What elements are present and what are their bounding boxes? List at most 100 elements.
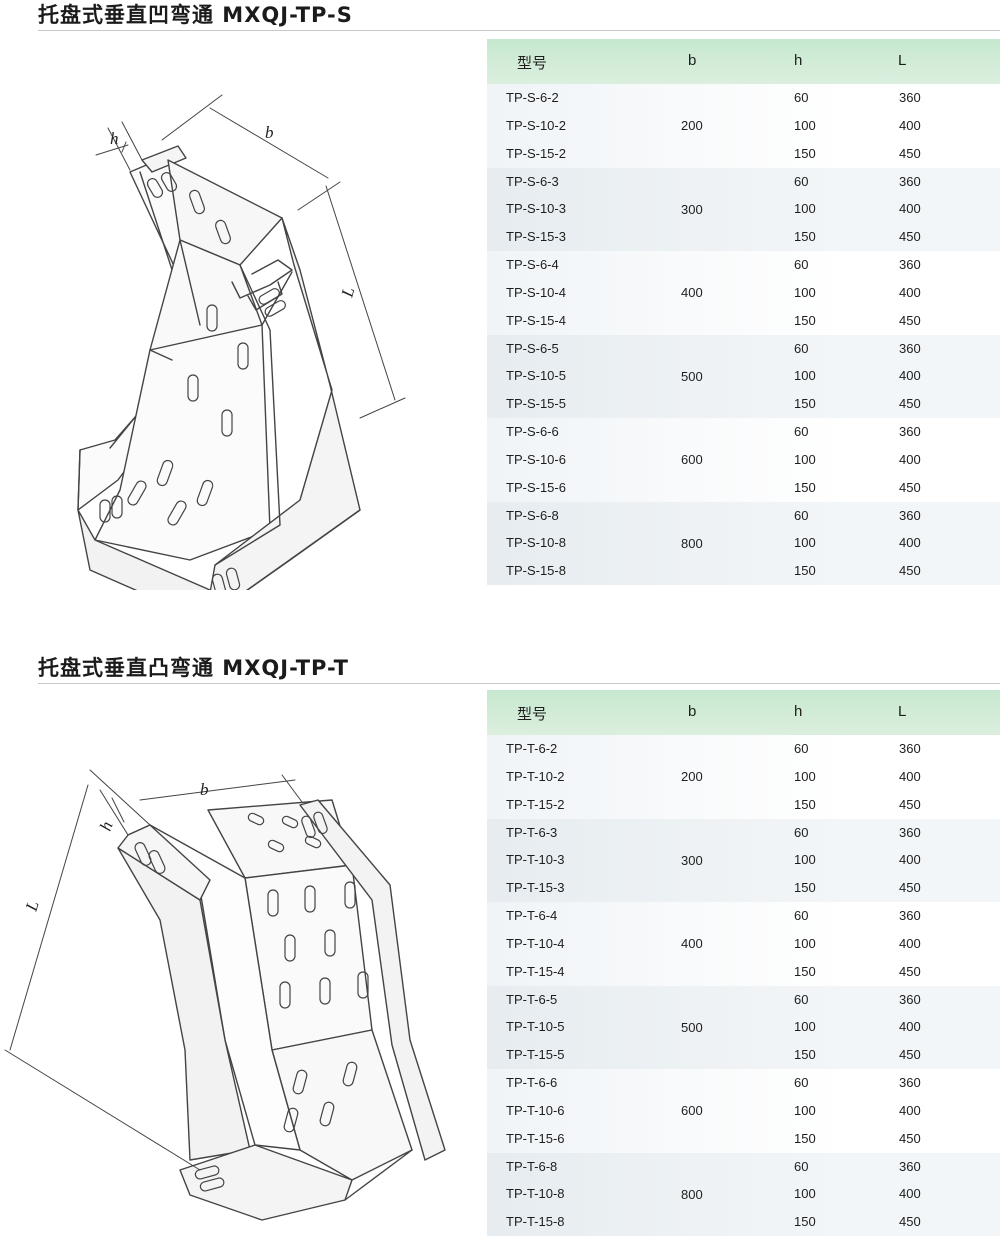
cell-model: TP-S-6-4 bbox=[506, 257, 559, 272]
cell-l: 400 bbox=[899, 935, 921, 951]
cell-model: TP-S-10-5 bbox=[506, 368, 566, 384]
cell-l: 400 bbox=[899, 1102, 921, 1118]
cell-h: 150 bbox=[794, 563, 816, 579]
cell-h: 60 bbox=[794, 424, 809, 439]
cell-model: TP-S-10-2 bbox=[506, 117, 566, 133]
header-model: 型号 bbox=[517, 706, 548, 723]
cell-model: TP-T-10-5 bbox=[506, 1019, 565, 1035]
cell-l: 360 bbox=[899, 741, 921, 756]
cell-h: 150 bbox=[794, 229, 816, 245]
cell-l: 400 bbox=[899, 117, 921, 133]
cell-l: 450 bbox=[899, 1047, 921, 1063]
cell-model: TP-T-6-5 bbox=[506, 991, 558, 1007]
cell-h: 100 bbox=[794, 852, 816, 868]
table-row: TP-S-15-8 150 450 bbox=[487, 557, 1000, 584]
cell-model: TP-T-15-2 bbox=[506, 796, 565, 812]
cell-model: TP-S-15-2 bbox=[506, 145, 566, 161]
cell-h: 100 bbox=[794, 201, 816, 217]
cell-h: 100 bbox=[794, 451, 816, 467]
dimension-h-label: h bbox=[110, 129, 119, 148]
cell-h: 60 bbox=[794, 741, 809, 756]
cell-model: TP-T-10-8 bbox=[506, 1186, 565, 1202]
table-row: TP-T-6-5 60 360 bbox=[487, 986, 1000, 1013]
cell-model: TP-T-6-2 bbox=[506, 741, 558, 756]
cell-l: 450 bbox=[899, 963, 921, 979]
header-l: L bbox=[898, 52, 907, 69]
cell-h: 100 bbox=[794, 935, 816, 951]
cell-l: 360 bbox=[899, 90, 921, 105]
table-row: TP-T-6-4 60 360 bbox=[487, 902, 1000, 929]
title-divider bbox=[38, 683, 1000, 684]
cell-b: 500 bbox=[681, 368, 703, 384]
cell-l: 360 bbox=[899, 908, 921, 923]
cell-h: 60 bbox=[794, 991, 809, 1007]
cell-model: TP-T-6-4 bbox=[506, 908, 558, 923]
cell-l: 360 bbox=[899, 257, 921, 272]
cell-h: 150 bbox=[794, 145, 816, 161]
cell-l: 450 bbox=[899, 312, 921, 328]
cell-l: 450 bbox=[899, 880, 921, 896]
cell-model: TP-S-10-3 bbox=[506, 201, 566, 217]
cell-model: TP-T-6-8 bbox=[506, 1158, 558, 1174]
cell-h: 60 bbox=[794, 908, 809, 923]
cell-b: 300 bbox=[681, 201, 703, 217]
cell-h: 150 bbox=[794, 1214, 816, 1230]
cell-l: 450 bbox=[899, 229, 921, 245]
cell-l: 450 bbox=[899, 563, 921, 579]
cell-h: 60 bbox=[794, 1158, 809, 1174]
header-h: h bbox=[794, 52, 803, 69]
cell-model: TP-S-6-6 bbox=[506, 424, 559, 439]
dimension-b-label: b bbox=[265, 123, 274, 142]
cell-h: 150 bbox=[794, 312, 816, 328]
cell-b: 500 bbox=[681, 1019, 703, 1035]
cell-model: TP-S-15-4 bbox=[506, 312, 566, 328]
cell-h: 100 bbox=[794, 368, 816, 384]
cell-l: 360 bbox=[899, 507, 921, 523]
cell-b: 800 bbox=[681, 535, 703, 551]
cell-h: 100 bbox=[794, 535, 816, 551]
cell-model: TP-S-6-8 bbox=[506, 507, 559, 523]
cell-h: 60 bbox=[794, 257, 809, 272]
cell-h: 60 bbox=[794, 90, 809, 105]
cell-l: 400 bbox=[899, 201, 921, 217]
cell-l: 360 bbox=[899, 991, 921, 1007]
cell-l: 400 bbox=[899, 1019, 921, 1035]
cell-model: TP-S-15-8 bbox=[506, 563, 566, 579]
cell-h: 150 bbox=[794, 963, 816, 979]
convex-elbow-drawing: b h L bbox=[4, 769, 446, 1221]
cell-b: 800 bbox=[681, 1186, 703, 1202]
cell-l: 450 bbox=[899, 1130, 921, 1146]
cell-b: 200 bbox=[681, 118, 703, 133]
table-row: TP-S-10-3 100 400 bbox=[487, 195, 1000, 222]
dimension-h-label: h bbox=[96, 819, 117, 833]
cell-b: 400 bbox=[681, 285, 703, 300]
cell-l: 400 bbox=[899, 852, 921, 868]
cell-b: 400 bbox=[681, 936, 703, 951]
cell-model: TP-T-10-2 bbox=[506, 768, 565, 784]
cell-model: TP-T-15-6 bbox=[506, 1130, 565, 1146]
cell-l: 360 bbox=[899, 340, 921, 356]
